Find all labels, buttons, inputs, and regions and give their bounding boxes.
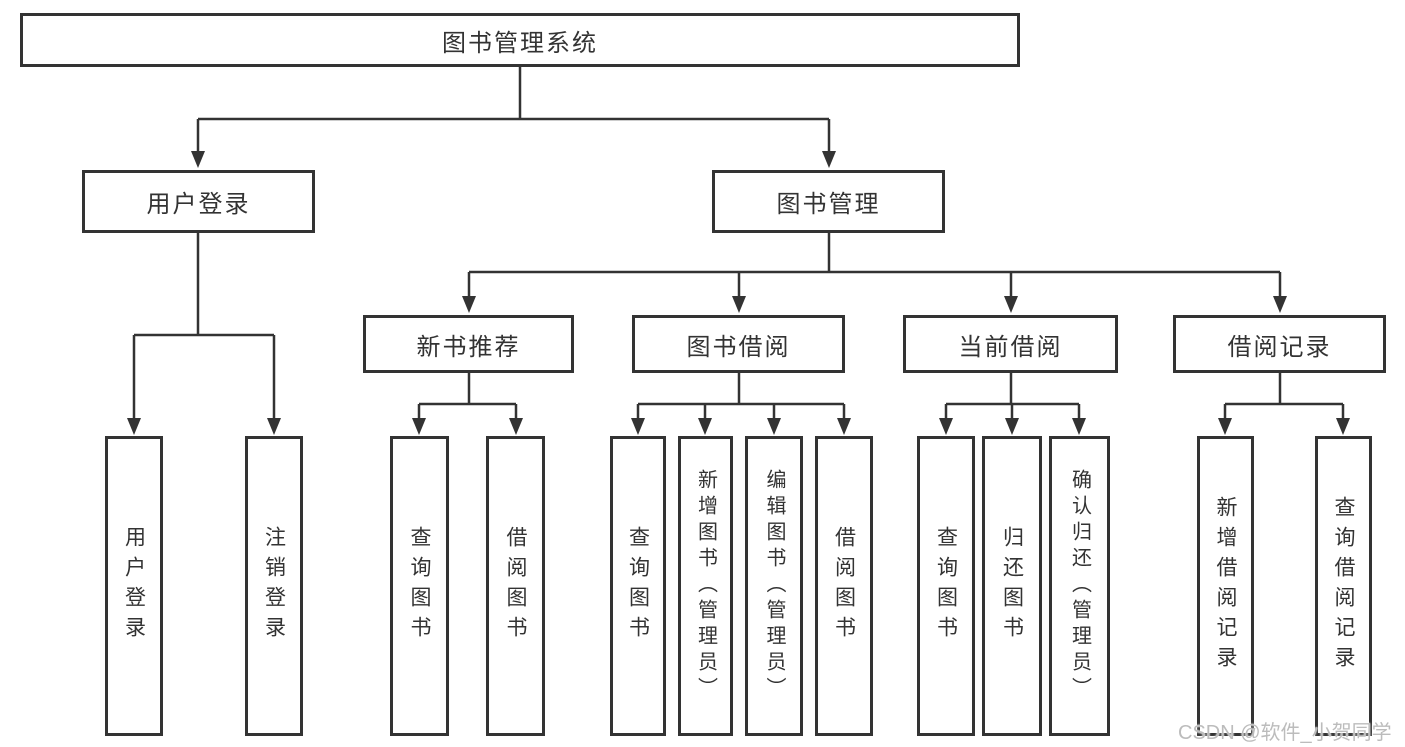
node-book-management: 图书管理 bbox=[712, 170, 945, 233]
leaf-edit-book-admin: 编辑图书（管理员） bbox=[745, 436, 803, 736]
leaf-logout: 注销登录 bbox=[245, 436, 303, 736]
leaf-add-borrow-record-label: 新增借阅记录 bbox=[1214, 496, 1237, 676]
leaf-query-books-current: 查询图书 bbox=[917, 436, 975, 736]
leaf-query-books-recommend-label: 查询图书 bbox=[408, 526, 431, 646]
leaf-query-borrow-record-label: 查询借阅记录 bbox=[1332, 496, 1355, 676]
leaf-confirm-return-admin-label: 确认归还（管理员） bbox=[1068, 469, 1091, 703]
node-user-login: 用户登录 bbox=[82, 170, 315, 233]
leaf-borrow-books-borrow: 借阅图书 bbox=[815, 436, 873, 736]
leaf-query-books-borrow-label: 查询图书 bbox=[626, 526, 650, 646]
leaf-add-book-admin-label: 新增图书（管理员） bbox=[694, 469, 717, 703]
leaf-edit-book-admin-label: 编辑图书（管理员） bbox=[763, 469, 785, 703]
leaf-user-login-label: 用户登录 bbox=[122, 526, 146, 646]
node-new-book-recommend: 新书推荐 bbox=[363, 315, 574, 373]
node-current-borrowing: 当前借阅 bbox=[903, 315, 1118, 373]
leaf-add-borrow-record: 新增借阅记录 bbox=[1197, 436, 1254, 736]
node-borrowing-records: 借阅记录 bbox=[1173, 315, 1386, 373]
csdn-watermark: CSDN @软件_小贺同学 bbox=[1178, 722, 1392, 744]
node-library-management-system: 图书管理系统 bbox=[20, 13, 1020, 67]
leaf-return-book: 归还图书 bbox=[982, 436, 1042, 736]
leaf-add-book-admin: 新增图书（管理员） bbox=[678, 436, 733, 736]
leaf-borrow-books-recommend-label: 借阅图书 bbox=[504, 526, 527, 646]
leaf-query-books-current-label: 查询图书 bbox=[934, 526, 958, 646]
leaf-query-books-recommend: 查询图书 bbox=[390, 436, 449, 736]
leaf-user-login: 用户登录 bbox=[105, 436, 163, 736]
leaf-return-book-label: 归还图书 bbox=[1000, 526, 1024, 646]
leaf-logout-label: 注销登录 bbox=[262, 526, 286, 646]
leaf-query-borrow-record: 查询借阅记录 bbox=[1315, 436, 1372, 736]
leaf-confirm-return-admin: 确认归还（管理员） bbox=[1049, 436, 1110, 736]
node-book-borrowing: 图书借阅 bbox=[632, 315, 845, 373]
leaf-borrow-books-recommend: 借阅图书 bbox=[486, 436, 545, 736]
leaf-borrow-books-borrow-label: 借阅图书 bbox=[832, 526, 856, 646]
leaf-query-books-borrow: 查询图书 bbox=[610, 436, 666, 736]
